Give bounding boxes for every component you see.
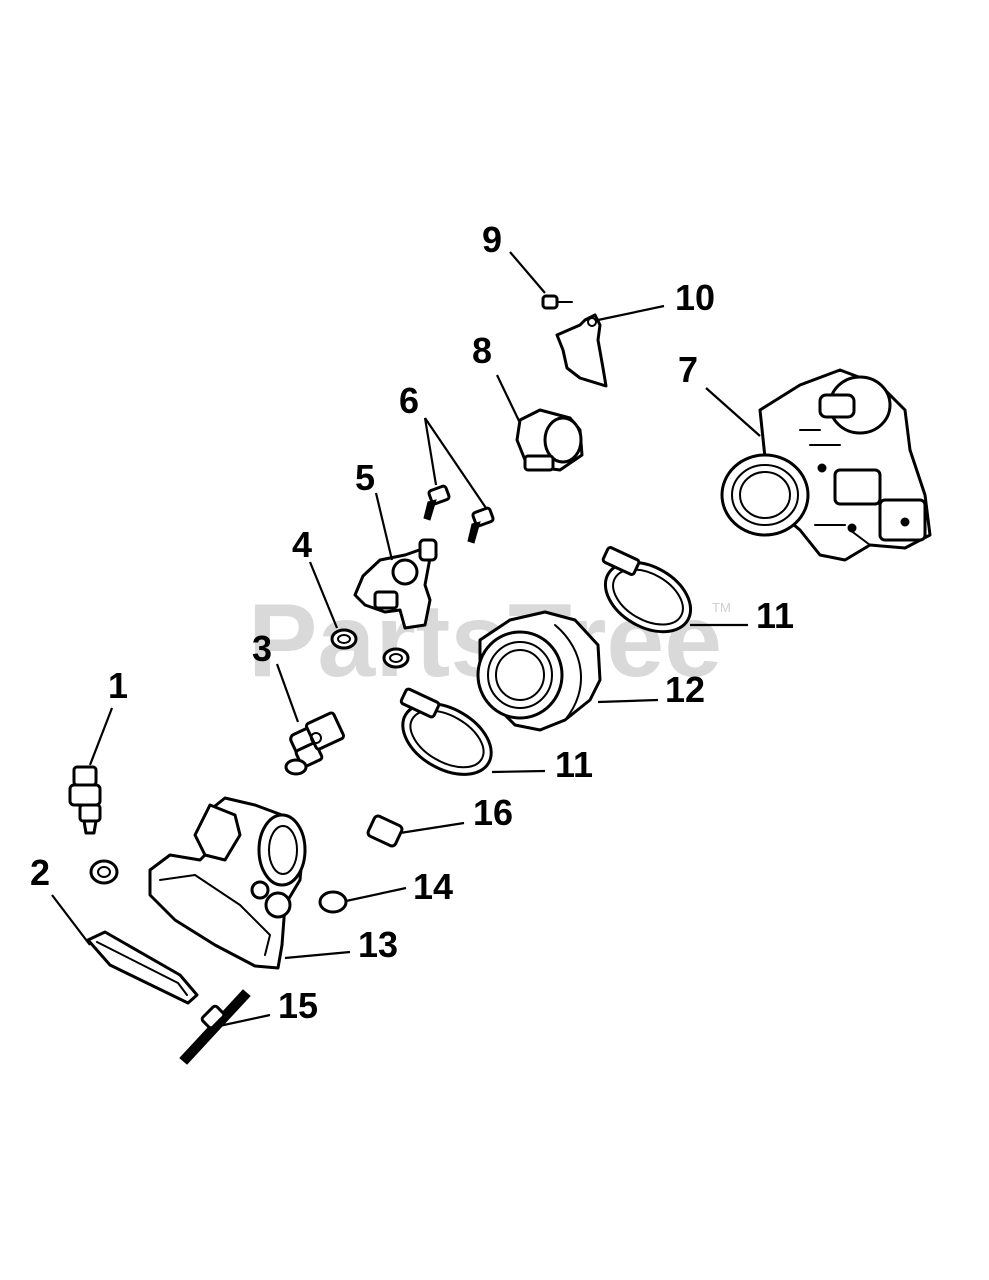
- callout-1: 1: [108, 665, 128, 706]
- callout-11a: 11: [756, 595, 794, 636]
- callout-14: 14: [413, 866, 453, 907]
- callout-13: 13: [358, 924, 398, 965]
- part-4-o-rings[interactable]: [330, 628, 410, 669]
- part-11-lower-clamp[interactable]: [390, 687, 503, 789]
- part-16-nut[interactable]: [366, 814, 404, 848]
- part-9-screw[interactable]: [541, 294, 573, 310]
- callout-16: 16: [473, 792, 513, 833]
- callout-12: 12: [665, 669, 705, 710]
- callout-7: 7: [678, 349, 698, 390]
- part-1-temperature-sensor[interactable]: [68, 765, 119, 885]
- callout-3: 3: [252, 628, 272, 669]
- part-11-upper-clamp[interactable]: [593, 546, 703, 646]
- callout-8: 8: [472, 330, 492, 371]
- part-6-screws[interactable]: [423, 484, 495, 544]
- part-5-fuel-rail[interactable]: [353, 538, 438, 630]
- part-2-gasket[interactable]: [86, 930, 199, 1005]
- part-14-bushing[interactable]: [318, 890, 348, 914]
- callout-5: 5: [355, 457, 375, 498]
- callout-6: 6: [399, 380, 419, 421]
- callout-15: 15: [278, 985, 318, 1026]
- leader-lines: [51, 251, 761, 1030]
- part-7-throttle-body[interactable]: [720, 368, 932, 562]
- part-10-bracket[interactable]: [555, 313, 608, 388]
- callout-labels: 9 10 8 7 6 5 4 3 1 11 12 11 16 14 13 15 …: [30, 219, 794, 1026]
- callout-4: 4: [292, 524, 312, 565]
- part-13-intake-manifold[interactable]: [148, 796, 307, 970]
- callout-11b: 11: [555, 744, 593, 785]
- part-8-sensor[interactable]: [515, 408, 584, 472]
- callout-2: 2: [30, 852, 50, 893]
- part-3-fuel-injector[interactable]: [284, 711, 346, 776]
- part-12-intake-coupling[interactable]: [476, 610, 602, 732]
- callout-10: 10: [675, 277, 715, 318]
- watermark-tm: TM: [712, 600, 731, 615]
- callout-9: 9: [482, 219, 502, 260]
